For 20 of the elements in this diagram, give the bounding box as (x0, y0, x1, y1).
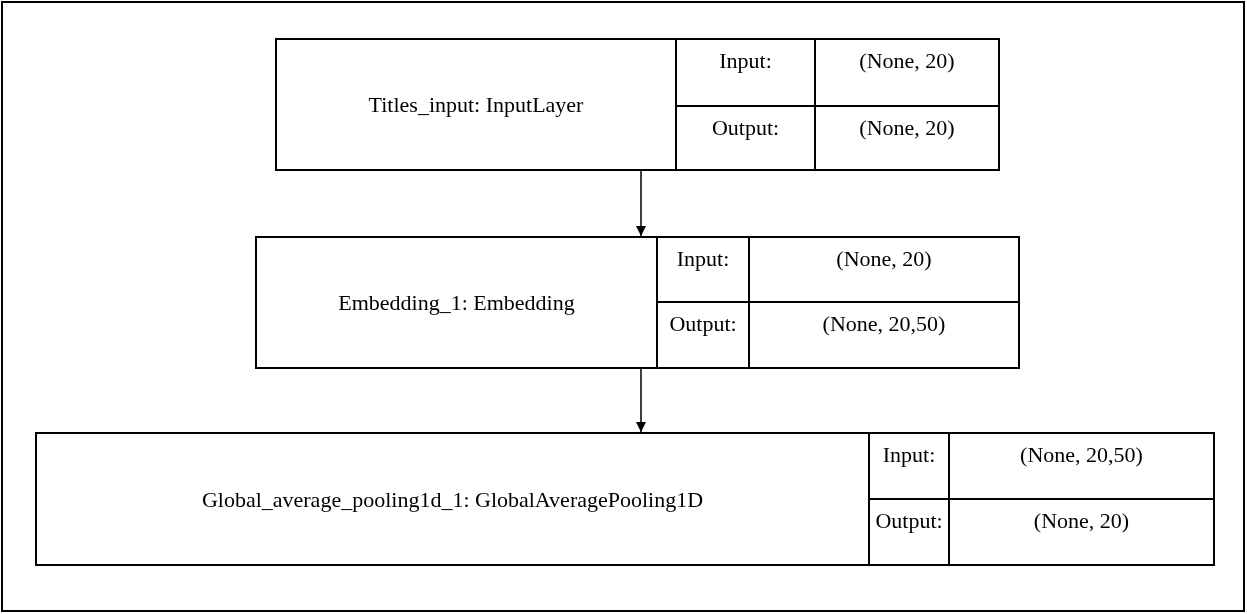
layer-name: Embedding_1: Embedding (338, 289, 575, 317)
layer-name: Titles_input: InputLayer (368, 91, 584, 119)
shape-value: (None, 20) (859, 114, 955, 142)
shape-value: (None, 20,50) (822, 310, 946, 338)
layer-box (35, 432, 1215, 566)
shape-value: (None, 20,50) (1020, 441, 1143, 469)
port-label: Input: (719, 47, 772, 75)
port-label: Output: (711, 114, 780, 142)
layer-box (275, 38, 1000, 171)
port-label: Input: (882, 441, 936, 469)
arrow (636, 368, 646, 433)
shape-value: (None, 20) (836, 245, 932, 273)
shape-value: (None, 20) (1033, 507, 1130, 535)
layer-name: Global_average_pooling1d_1: GlobalAveragePooling1D (201, 485, 704, 514)
port-label: Output: (875, 507, 943, 535)
layer-box (255, 236, 1020, 369)
port-label: Output: (669, 310, 737, 338)
shape-value: (None, 20) (859, 47, 955, 75)
arrow (636, 170, 646, 237)
port-label: Input: (676, 245, 730, 273)
